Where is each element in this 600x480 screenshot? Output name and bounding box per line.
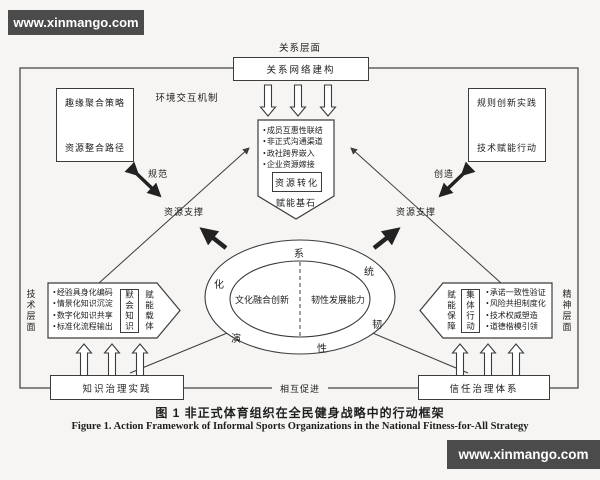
- up-arrows: [75, 343, 525, 378]
- left-bottom-connector: [129, 328, 238, 374]
- relation-layer-label: 关系层面: [278, 44, 321, 54]
- interest-aggregation-top: 趣缘聚合策略: [64, 98, 125, 108]
- keystone-bullet: 成员互惠性联结: [263, 125, 333, 136]
- spirit-bullet: 道德楷模引领: [486, 321, 550, 332]
- relation-network-box: 关系网络建构: [233, 57, 369, 81]
- norm-label: 规范: [148, 169, 169, 179]
- interest-aggregation-bottom: 资源整合路径: [64, 143, 125, 153]
- empower-guarantee-label: 赋能保障: [446, 290, 457, 332]
- ring-char: 系: [294, 249, 304, 260]
- caption-en: Figure 1. Action Framework of Informal S…: [71, 421, 529, 432]
- env-interaction-label: 环境交互机制: [155, 94, 219, 104]
- spirit-bullet: 承诺一致性验证: [486, 287, 550, 298]
- keystone-label: 赋能基石: [275, 198, 316, 208]
- ellipse-left-arrow: [199, 227, 228, 250]
- keystone-bullet: 企业资源嫁接: [263, 159, 333, 170]
- spirit-layer-label: 精神层面: [561, 289, 572, 333]
- keystone-bullet: 非正式沟通渠道: [263, 136, 333, 147]
- interest-aggregation-box: 趣缘聚合策略 资源整合路径: [56, 88, 134, 162]
- left-support-line: [98, 147, 250, 284]
- spirit-bullet: 风险共担制度化: [486, 298, 550, 309]
- knowledge-governance-box: 知识治理实践: [50, 375, 184, 400]
- create-label: 创造: [434, 169, 455, 179]
- caption-zh: 图 1 非正式体育组织在全民健身战略中的行动框架: [155, 406, 445, 420]
- rule-innovation-bottom: 技术赋能行动: [476, 143, 537, 153]
- watermark-top: www.xinmango.com: [8, 10, 144, 35]
- create-double-arrow: [438, 161, 476, 198]
- tech-bullet: 数字化知识共享: [53, 310, 119, 321]
- ring-char: 韧: [372, 320, 382, 331]
- empower-carrier-label: 赋能载体: [144, 290, 155, 332]
- keystone-bullet: 政社跨界嵌入: [263, 148, 333, 159]
- rule-innovation-box: 规则创新实践 技术赋能行动: [468, 88, 546, 162]
- down-arrows: [259, 84, 337, 117]
- rule-innovation-top: 规则创新实践: [476, 98, 537, 108]
- right-bottom-connector: [362, 328, 469, 374]
- ring-char: 统: [364, 267, 374, 278]
- spirit-bullet: 技术权威塑造: [486, 310, 550, 321]
- watermark-bottom: www.xinmango.com: [447, 440, 600, 469]
- norm-double-arrow: [124, 161, 162, 198]
- tacit-knowledge-box: 默会知识: [120, 289, 139, 333]
- tech-bullet: 标准化流程输出: [53, 321, 119, 332]
- right-support-line: [350, 147, 502, 284]
- trust-governance-box: 信任治理体系: [418, 375, 550, 400]
- watermark-bottom-text: www.xinmango.com: [458, 447, 589, 462]
- mutual-promotion-label: 相互促进: [272, 382, 328, 395]
- collective-action-box: 集体行动: [461, 289, 480, 333]
- core-right-text: 韧性发展能力: [310, 295, 365, 305]
- ellipse-right-arrow: [372, 227, 401, 250]
- watermark-top-text: www.xinmango.com: [13, 15, 139, 30]
- support-left-label: 资源支撑: [163, 207, 204, 217]
- ring-char: 化: [214, 280, 224, 291]
- resource-transform-box: 资源转化: [272, 172, 322, 192]
- ring-char: 性: [317, 344, 327, 355]
- tech-layer-label: 技术层面: [25, 289, 36, 333]
- core-left-text: 文化融合创新: [234, 295, 289, 305]
- tech-bullet-list: 经验具身化编码 情景化知识沉淀 数字化知识共享 标准化流程输出: [53, 287, 119, 332]
- ring-char: 演: [231, 334, 241, 345]
- keystone-bullet-list: 成员互惠性联结 非正式沟通渠道 政社跨界嵌入 企业资源嫁接: [263, 125, 333, 170]
- tech-bullet: 情景化知识沉淀: [53, 298, 119, 309]
- support-right-label: 资源支撑: [395, 207, 436, 217]
- tech-bullet: 经验具身化编码: [53, 287, 119, 298]
- spirit-bullet-list: 承诺一致性验证 风险共担制度化 技术权威塑造 道德楷模引领: [486, 287, 550, 332]
